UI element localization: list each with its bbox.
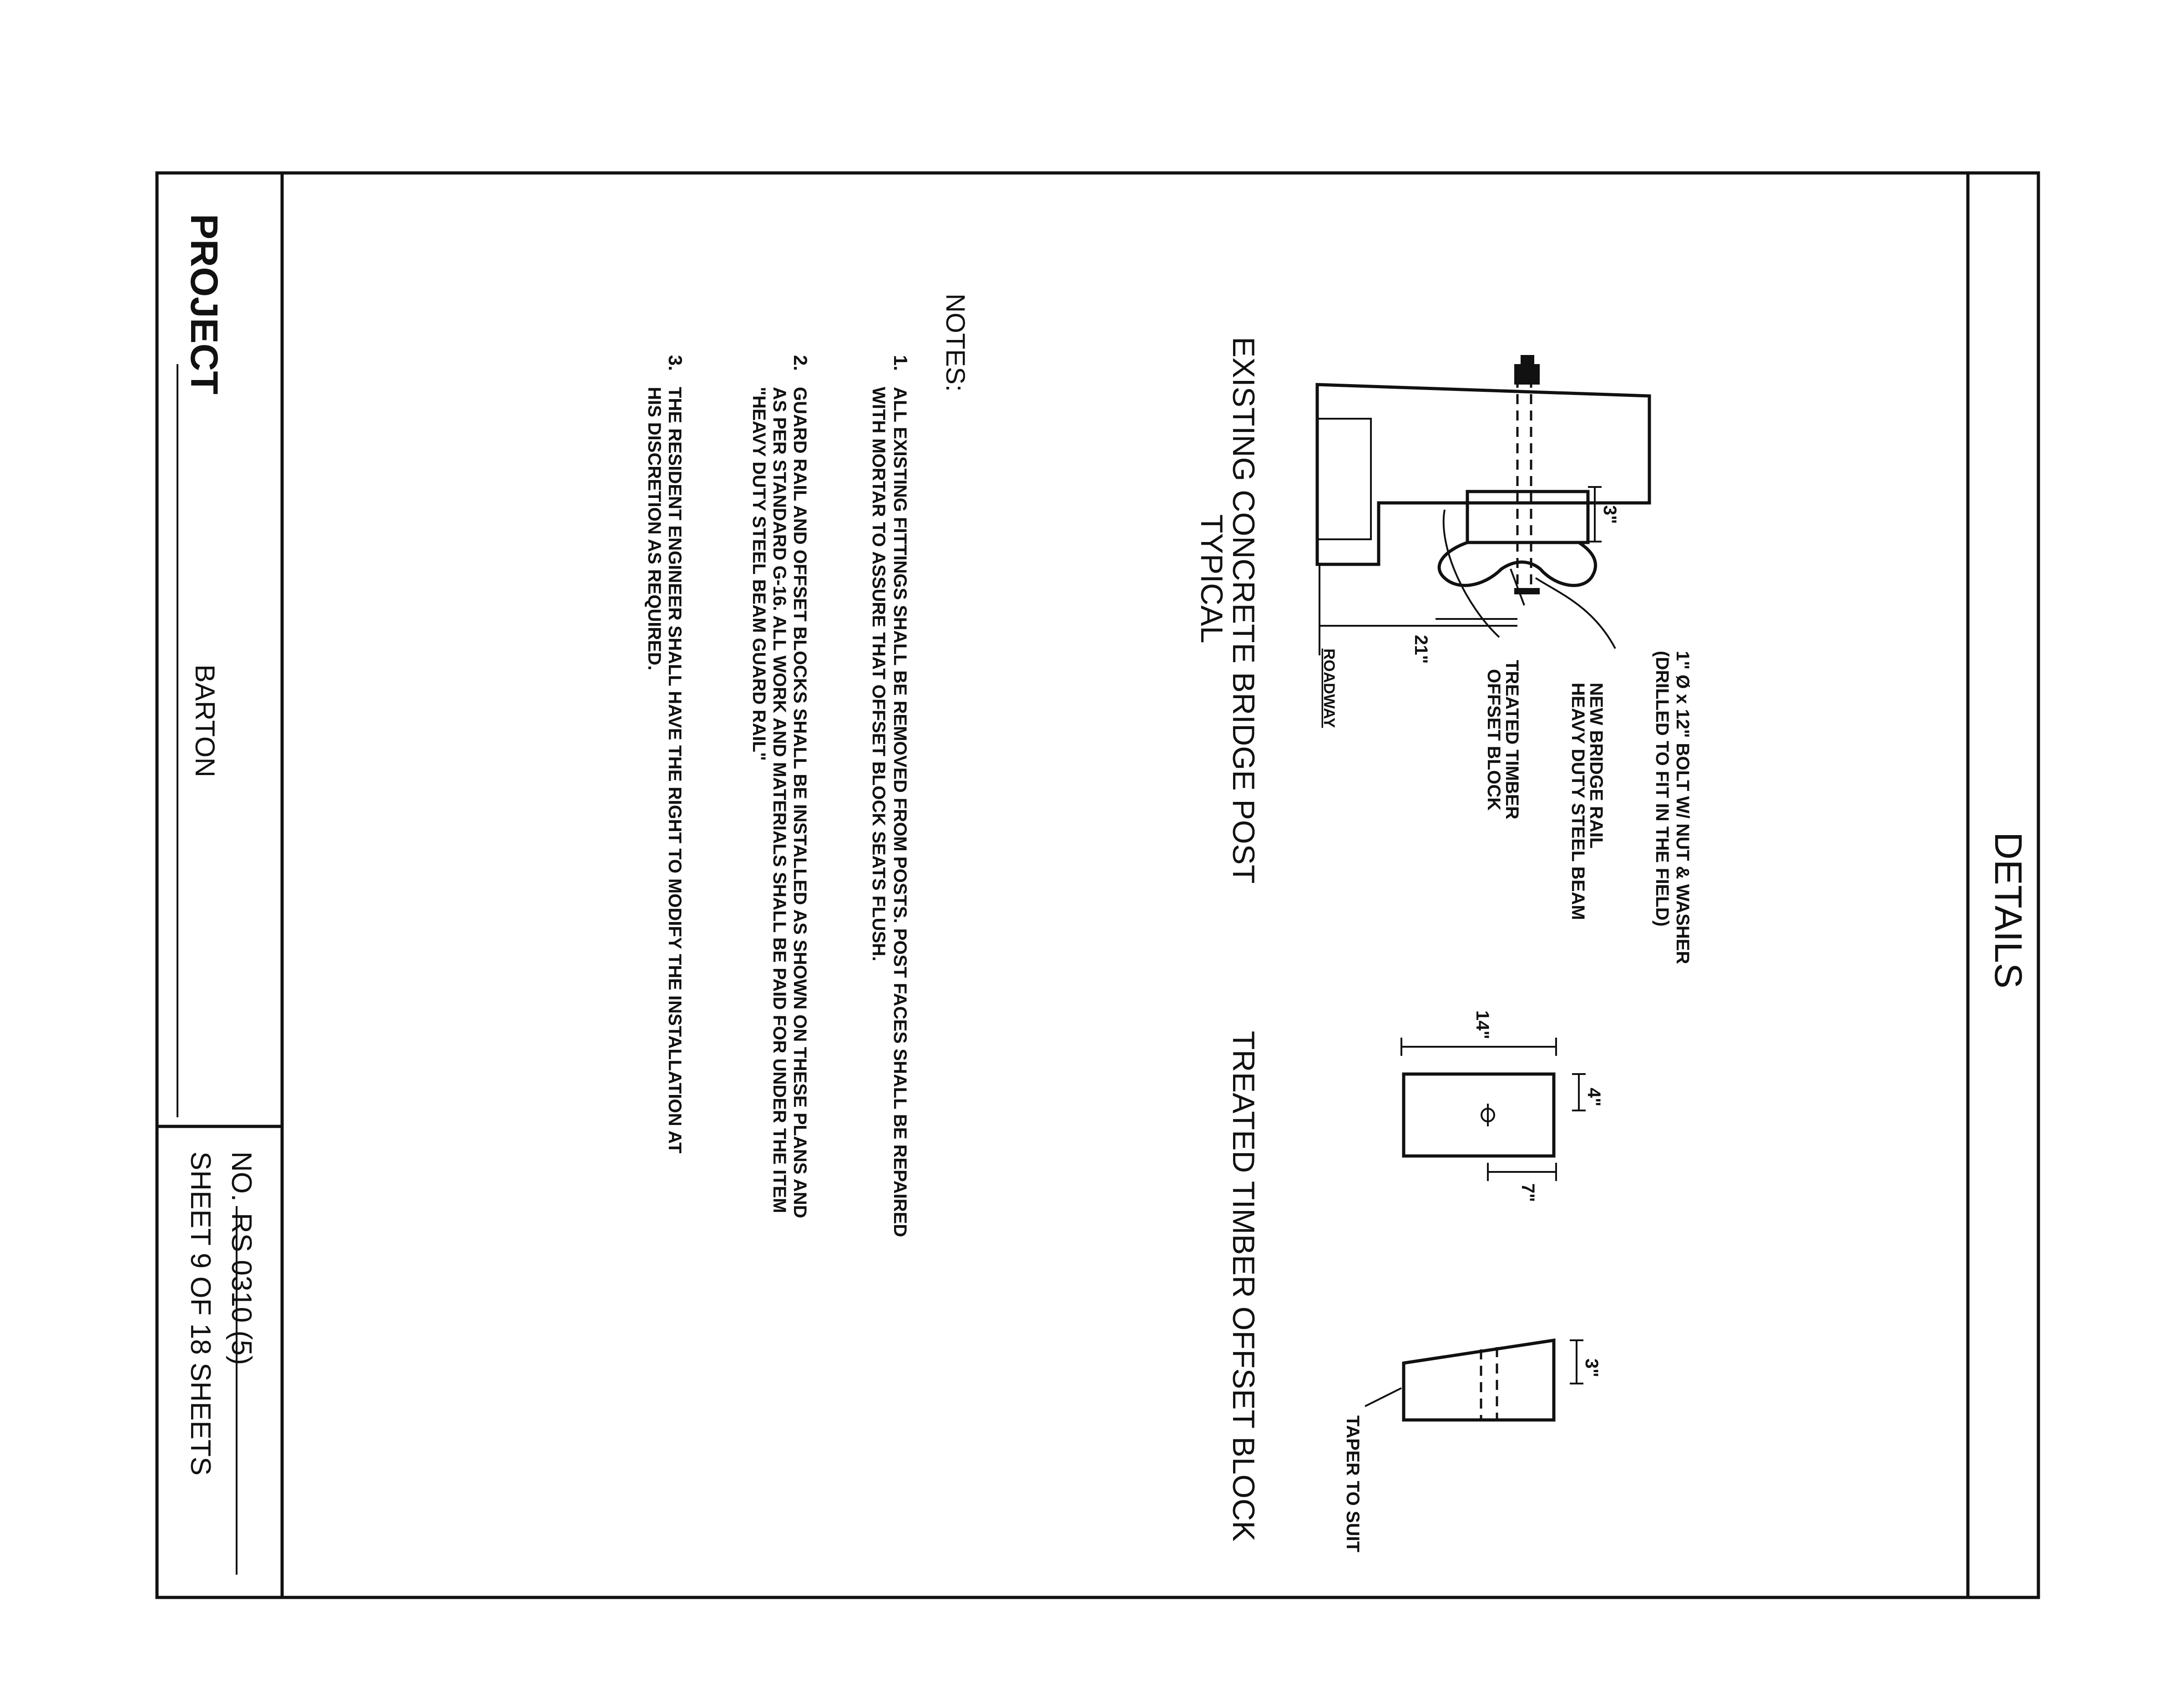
project-label: PROJECT: [183, 214, 226, 395]
note-3-line-2: HIS DISCRETION AS REQUIRED.: [644, 387, 664, 670]
dim-7-label: 7": [1518, 1183, 1538, 1202]
taper-label: TAPER TO SUIT: [1343, 1415, 1363, 1552]
note-1-line-1: ALL EXISTING FITTINGS SHALL BE REMOVED F…: [890, 387, 910, 1237]
block-label-1: TREATED TIMBER: [1502, 660, 1522, 819]
number-prefix: NO.: [226, 1151, 257, 1201]
sheet-border: [155, 171, 2040, 1599]
note-1-line-2: WITH MORTAR TO ASSURE THAT OFFSET BLOCK …: [869, 387, 889, 961]
bolt-label-1: 1" Ø x 12" BOLT W/ NUT & WASHER: [1673, 651, 1693, 964]
sheet-of: SHEET 9 OF 18 SHEETS: [185, 1151, 216, 1475]
note-2-line-2: AS PER STANDARD G-16. ALL WORK AND MATER…: [769, 387, 789, 1213]
notes-heading: NOTES:: [940, 294, 970, 392]
note-2-line-3: "HEAVY DUTY STEEL BEAM GUARD RAIL": [749, 387, 769, 761]
post-detail-subtitle: TYPICAL: [1194, 514, 1229, 643]
rail-label-1: NEW BRIDGE RAIL: [1586, 683, 1606, 848]
block-leader: [1442, 509, 1500, 638]
note-2-number: 2.: [790, 355, 811, 371]
bolt-washer: [1514, 588, 1540, 594]
rail-leader: [1510, 568, 1525, 606]
project-name: BARTON: [190, 664, 220, 777]
taper-leader: [1365, 1387, 1402, 1407]
notes: NOTES: 1. ALL EXISTING FITTINGS SHALL BE…: [644, 294, 970, 1237]
bolt-leader: [1535, 577, 1616, 649]
bolt-nut: [1521, 355, 1534, 366]
dim-21-label: 21": [1411, 635, 1431, 664]
bolt-label-2: (DRILLED TO FIT IN THE FIELD): [1652, 651, 1672, 927]
note-2-line-1: GUARD RAIL AND OFFSET BLOCKS SHALL BE IN…: [790, 387, 810, 1218]
concrete-post: [1315, 383, 1651, 566]
note-3-line-1: THE RESIDENT ENGINEER SHALL HAVE THE RIG…: [665, 387, 685, 1154]
post-detail: 3" 21" ROADWAY 1" Ø x 12" BOLT W/ NUT & …: [1194, 337, 1693, 964]
post-recess: [1316, 418, 1372, 540]
dim-3-label: 3": [1600, 505, 1620, 524]
bolt-head: [1514, 364, 1540, 385]
dim-14-label: 14": [1472, 1010, 1492, 1039]
note-1-number: 1.: [890, 355, 911, 371]
block-detail-title: TREATED TIMBER OFFSET BLOCK: [1226, 1031, 1261, 1541]
sheet-title: DETAILS: [1987, 832, 2030, 988]
block-label-2: OFFSET BLOCK: [1484, 669, 1504, 811]
rail-label-2: HEAVY DUTY STEEL BEAM: [1568, 683, 1588, 920]
block-detail: 14" 4" 7" 3" TAPER TO SUIT TREATED TIMBE…: [1226, 1010, 1604, 1552]
post-detail-title: EXISTING CONCRETE BRIDGE POST: [1226, 337, 1261, 884]
steel-beam-rail: [1437, 541, 1597, 587]
roadway-label: ROADWAY: [1320, 649, 1338, 728]
dim-4-label: 4": [1584, 1088, 1604, 1106]
block-side-view: [1402, 1072, 1556, 1158]
number-value: RS 0310 (5): [226, 1213, 257, 1365]
block-hole: [1481, 1108, 1495, 1122]
block-taper-view: [1402, 1338, 1556, 1422]
note-3-number: 3.: [665, 355, 686, 371]
timber-offset-block: [1466, 490, 1590, 544]
dim-3b-label: 3": [1582, 1359, 1602, 1377]
